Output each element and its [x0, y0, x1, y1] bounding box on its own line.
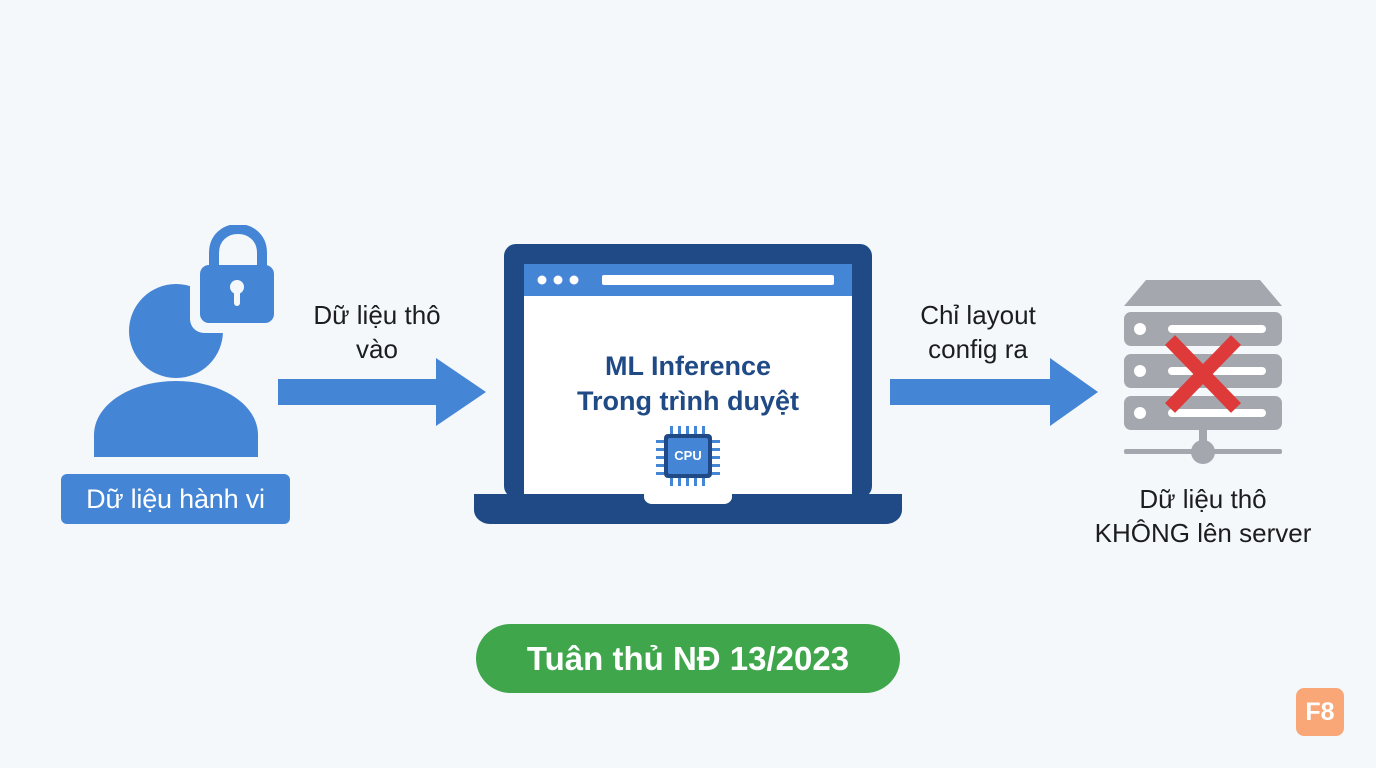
- user-icon: [94, 225, 280, 457]
- padlock-icon: [190, 225, 280, 333]
- red-x-icon: [1164, 335, 1242, 413]
- f8-logo: F8: [1296, 688, 1344, 736]
- cpu-chip-icon: [656, 426, 720, 486]
- flow-out-line-1: Chỉ layout: [920, 300, 1036, 330]
- server-caption-line-2: KHÔNG lên server: [1094, 518, 1312, 548]
- laptop-icon: [474, 244, 902, 524]
- arrow-right-icon: [890, 358, 1098, 426]
- cpu-label: CPU: [674, 448, 702, 463]
- flow-in-line-1: Dữ liệu thô: [313, 300, 441, 330]
- laptop-caption: ML Inference Trong trình duyệt: [530, 349, 846, 419]
- server-icon: [1124, 280, 1282, 464]
- arrow-right-icon: [278, 358, 486, 426]
- server-caption: Dữ liệu thô KHÔNG lên server: [1060, 482, 1346, 550]
- compliance-badge: Tuân thủ NĐ 13/2023: [476, 624, 900, 693]
- laptop-caption-line-1: ML Inference: [604, 351, 772, 381]
- flow-out-label: Chỉ layout config ra: [880, 298, 1076, 366]
- server-caption-line-1: Dữ liệu thô: [1139, 484, 1267, 514]
- laptop-caption-line-2: Trong trình duyệt: [577, 386, 799, 416]
- flow-out-line-2: config ra: [928, 334, 1028, 364]
- user-data-label: Dữ liệu hành vi: [61, 474, 290, 524]
- flow-in-line-2: vào: [356, 334, 398, 364]
- flow-in-label: Dữ liệu thô vào: [270, 298, 484, 366]
